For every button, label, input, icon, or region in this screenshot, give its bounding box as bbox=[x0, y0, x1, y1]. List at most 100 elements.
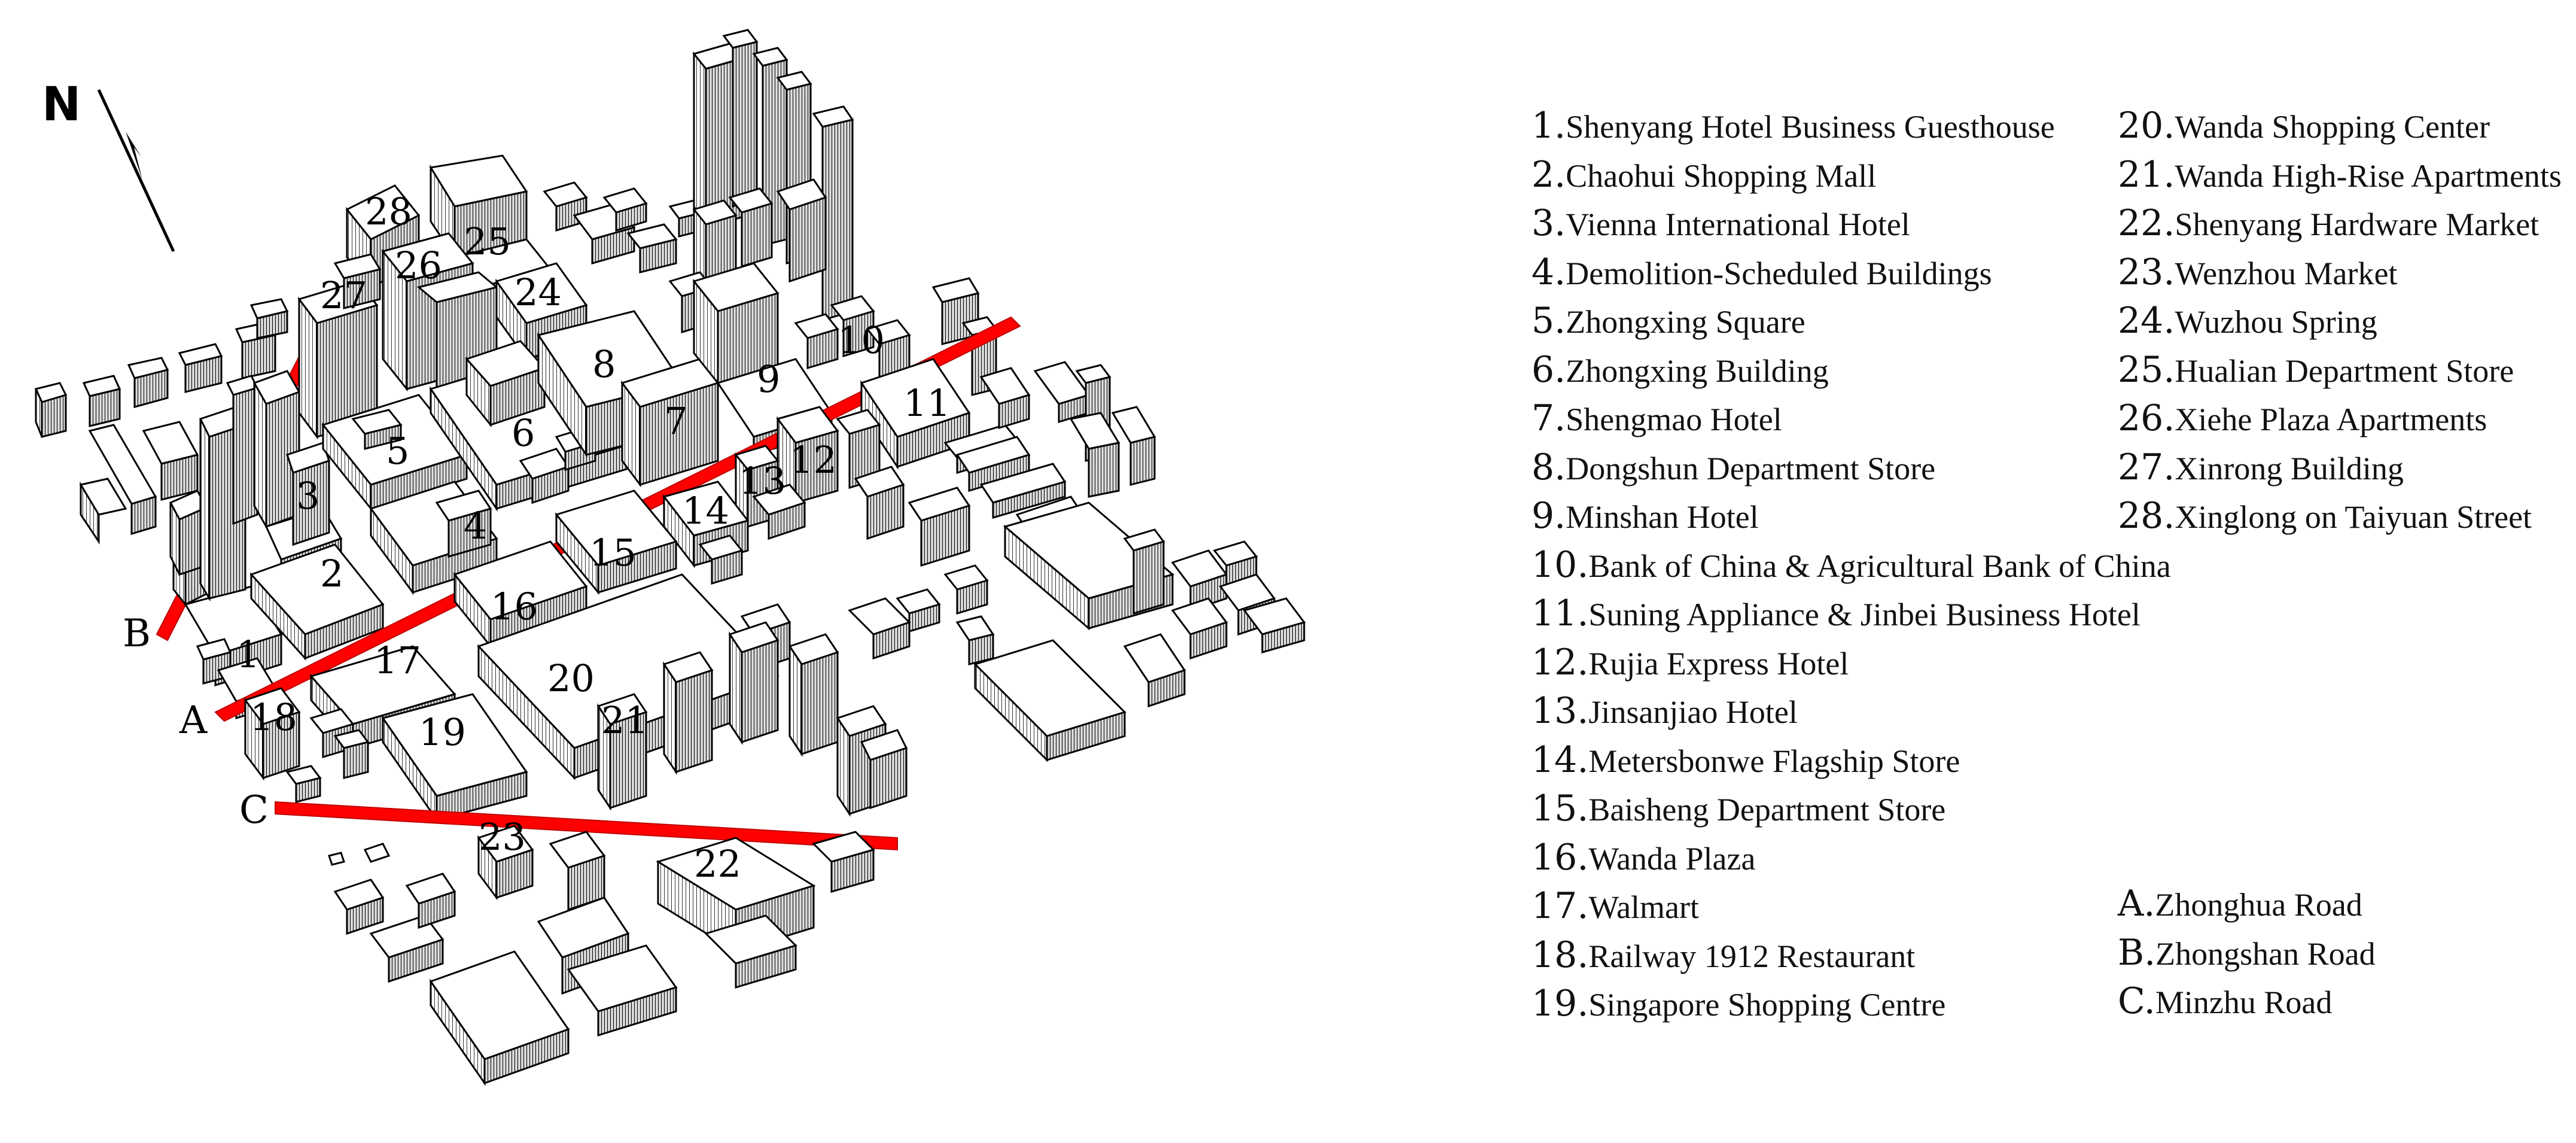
legend-building-item: 10.Bank of China & Agricultural Bank of … bbox=[1531, 541, 2171, 590]
building-label-16: 16 bbox=[491, 585, 538, 628]
legend-item-name: Singapore Shopping Centre bbox=[1588, 987, 1946, 1023]
legend-building-item: 24.Wuzhou Spring bbox=[2118, 297, 2560, 346]
legend-item-number: 22. bbox=[2118, 202, 2175, 244]
legend-item-name: Railway 1912 Restaurant bbox=[1588, 938, 1916, 974]
legend-item-name: Zhongxing Building bbox=[1566, 352, 1829, 389]
legend-item-number: 24. bbox=[2118, 300, 2175, 342]
map-drawing: 1 2 3 4 5 6 7 8 9 10 11 12 13 14 15 16 1… bbox=[34, 29, 1306, 1086]
legend-building-item: 14.Metersbonwe Flagship Store bbox=[1531, 736, 2118, 785]
building-12 bbox=[776, 406, 905, 540]
legend-item-number: 20. bbox=[2118, 105, 2175, 147]
legend-building-item: 13.Jinsanjiao Hotel bbox=[1531, 687, 2118, 736]
legend-item-name: Xinglong on Taiyuan Street bbox=[2175, 499, 2532, 535]
building-label-15: 15 bbox=[589, 531, 637, 574]
road-label-c: C bbox=[239, 788, 269, 832]
legend-building-item: 7.Shengmao Hotel bbox=[1531, 394, 2118, 443]
road-label-a: A bbox=[179, 698, 208, 743]
legend-item-number: 13. bbox=[1531, 690, 1589, 732]
legend-building-item: 23.Wenzhou Market bbox=[2118, 248, 2560, 297]
legend-item-name: Xinrong Building bbox=[2175, 450, 2404, 487]
legend-building-item: 17.Walmart bbox=[1531, 882, 2118, 931]
legend-item-name: Wanda High-Rise Apartments bbox=[2175, 157, 2562, 194]
building-label-9: 9 bbox=[757, 357, 780, 401]
building-number-labels: 1 2 3 4 5 6 7 8 9 10 11 12 13 14 15 16 1… bbox=[236, 190, 951, 886]
building-19 bbox=[381, 693, 528, 823]
building-label-26: 26 bbox=[395, 244, 442, 287]
legend-item-name: Wanda Plaza bbox=[1588, 840, 1756, 877]
building-5 bbox=[321, 394, 468, 512]
legend-building-item: 18.Railway 1912 Restaurant bbox=[1531, 931, 2118, 980]
legend-item-name: Wenzhou Market bbox=[2175, 255, 2398, 291]
building-9 bbox=[692, 262, 833, 457]
legend-item-number: 19. bbox=[1531, 983, 1589, 1025]
legend-building-item: 12.Rujia Express Hotel bbox=[1531, 639, 2118, 688]
building-label-22: 22 bbox=[694, 842, 741, 886]
legend-item-number: 15. bbox=[1531, 788, 1589, 829]
legend-item-number: 7. bbox=[1531, 397, 1566, 439]
legend-building-item: 22.Shenyang Hardware Market bbox=[2118, 199, 2560, 248]
legend-item-number: 9. bbox=[1531, 495, 1566, 537]
legend-item-number: 2. bbox=[1531, 153, 1566, 196]
legend-building-item: 16.Wanda Plaza bbox=[1531, 834, 2118, 883]
legend-item-number: 18. bbox=[1531, 934, 1589, 976]
legend-building-item: 26.Xiehe Plaza Apartments bbox=[2118, 394, 2560, 443]
legend-item-number: C. bbox=[2118, 980, 2155, 1022]
legend-road-item: B.Zhongshan Road bbox=[2118, 929, 2560, 978]
legend-item-number: 23. bbox=[2118, 251, 2175, 293]
legend-building-item: 11.Suning Appliance & Jinbei Business Ho… bbox=[1531, 589, 2140, 639]
legend-item-name: Demolition-Scheduled Buildings bbox=[1566, 255, 1992, 291]
legend-item-number: 28. bbox=[2118, 495, 2175, 537]
road-letter-labels: A B C bbox=[123, 612, 269, 832]
legend-item-number: 17. bbox=[1531, 885, 1589, 927]
legend-building-item: 3.Vienna International Hotel bbox=[1531, 199, 2118, 248]
building-label-6: 6 bbox=[511, 411, 535, 455]
legend-item-number: 11. bbox=[1531, 592, 1589, 634]
legend-item-name: Walmart bbox=[1588, 889, 1699, 925]
building-label-19: 19 bbox=[419, 710, 466, 754]
legend-building-item: 25.Hualian Department Store bbox=[2118, 346, 2560, 395]
building-23 bbox=[477, 825, 606, 911]
high-rise-1 bbox=[169, 375, 259, 602]
building-label-11: 11 bbox=[903, 381, 951, 425]
building-label-8: 8 bbox=[592, 342, 616, 386]
legend-item-number: 4. bbox=[1531, 251, 1566, 293]
building-14 bbox=[662, 481, 750, 585]
legend-item-name: Zhonghua Road bbox=[2155, 887, 2362, 923]
legend-item-name: Shengmao Hotel bbox=[1566, 402, 1782, 437]
building-7 bbox=[620, 358, 720, 488]
building-label-2: 2 bbox=[320, 552, 343, 595]
legend-item-name: Jinsanjiao Hotel bbox=[1588, 694, 1798, 730]
building-label-24: 24 bbox=[514, 270, 562, 314]
legend-item-name: Metersbonwe Flagship Store bbox=[1588, 743, 1960, 779]
legend-item-name: Dongshun Department Store bbox=[1566, 450, 1936, 487]
city-block-3d-map: 1 2 3 4 5 6 7 8 9 10 11 12 13 14 15 16 1… bbox=[34, 29, 1306, 1086]
legend-building-item: 19.Singapore Shopping Centre bbox=[1531, 980, 2118, 1029]
legend-item-number: 12. bbox=[1531, 641, 1589, 683]
legend-building-item: 6.Zhongxing Building bbox=[1531, 346, 2118, 395]
legend-item-number: B. bbox=[2118, 931, 2156, 974]
legend-item-name: Shenyang Hotel Business Guesthouse bbox=[1566, 109, 2055, 145]
legend-item-number: 21. bbox=[2118, 153, 2175, 196]
legend-item-number: 25. bbox=[2118, 348, 2175, 391]
building-4 bbox=[369, 481, 498, 595]
legend-road-item: C.Minzhu Road bbox=[2118, 977, 2560, 1026]
legend-item-name: Zhongshan Road bbox=[2155, 935, 2376, 972]
legend-item-name: Hualian Department Store bbox=[2175, 352, 2514, 389]
legend-item-number: 14. bbox=[1531, 738, 1589, 781]
legend-item-name: Wanda Shopping Center bbox=[2175, 109, 2490, 145]
building-label-13: 13 bbox=[739, 459, 786, 503]
building-label-3: 3 bbox=[296, 474, 319, 518]
east-building-cluster bbox=[848, 364, 1306, 762]
legend-item-number: 16. bbox=[1531, 836, 1589, 878]
building-2 bbox=[249, 543, 385, 661]
legend-item-name: Xiehe Plaza Apartments bbox=[2175, 402, 2487, 437]
legend-building-item: 21.Wanda High-Rise Apartments bbox=[2118, 151, 2562, 200]
legend-item-number: 27. bbox=[2118, 446, 2175, 488]
legend-item-name: Baisheng Department Store bbox=[1588, 792, 1946, 828]
legend-building-item: 28.Xinglong on Taiyuan Street bbox=[2118, 492, 2560, 541]
legend-item-name: Suning Appliance & Jinbei Business Hotel bbox=[1588, 597, 2140, 633]
building-label-5: 5 bbox=[386, 429, 409, 473]
building-label-17: 17 bbox=[374, 639, 421, 682]
building-22 bbox=[656, 831, 875, 989]
